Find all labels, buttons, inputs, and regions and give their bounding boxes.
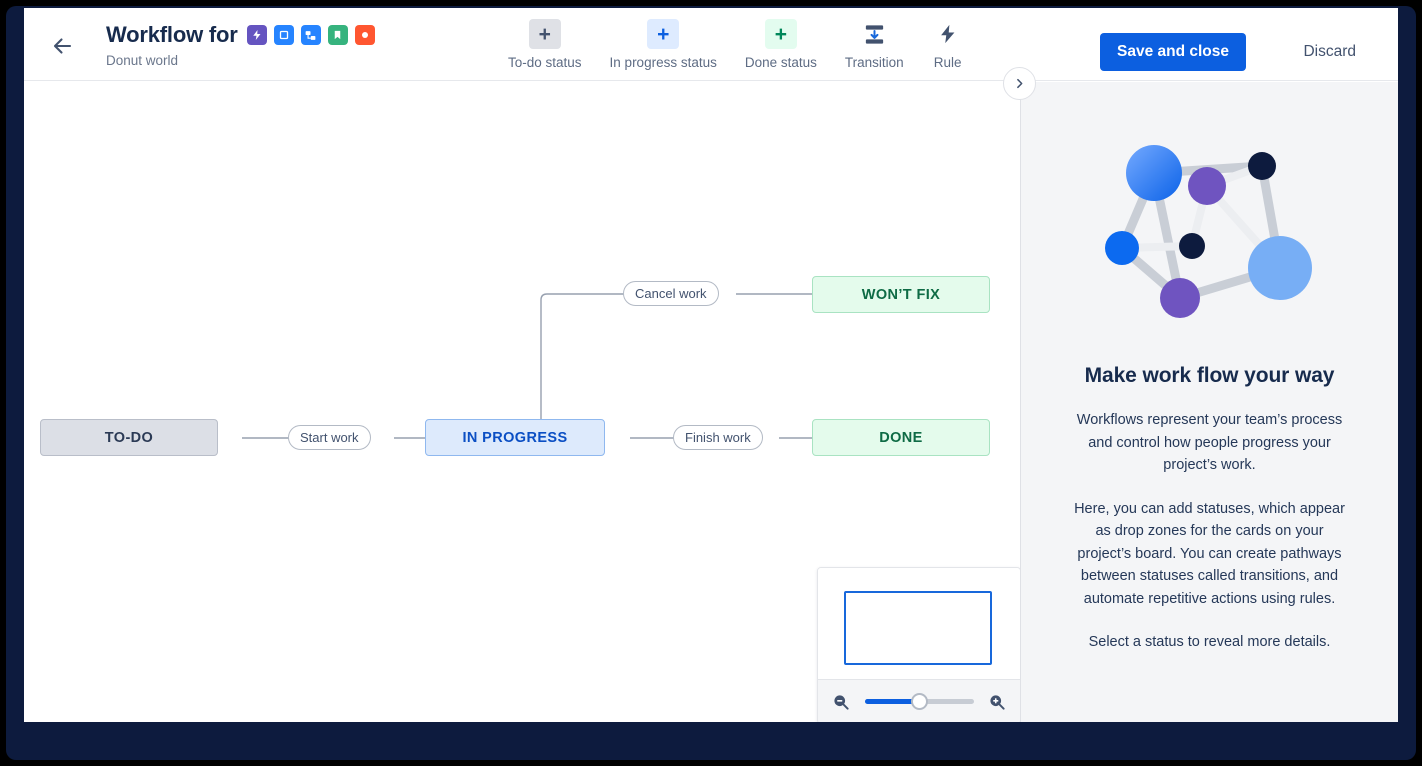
add-transition-label: Transition <box>844 55 904 70</box>
minimap-body <box>818 568 1020 680</box>
info-panel: Make work flow your way Workflows repres… <box>1021 82 1398 722</box>
graph-node <box>1159 278 1200 318</box>
add-transition-button[interactable]: Transition <box>831 19 918 70</box>
graph-node <box>1187 167 1226 205</box>
zoom-controls <box>818 679 1020 722</box>
panel-title: Make work flow your way <box>1084 364 1335 387</box>
transition-start-work-label: Start work <box>300 430 359 445</box>
chevron-right-icon[interactable] <box>1003 67 1036 100</box>
add-todo-status-label: To-do status <box>508 55 582 70</box>
graph-node <box>1104 231 1139 265</box>
plus-icon: + <box>764 19 797 49</box>
page-title: Workflow for <box>106 21 375 49</box>
subtask-icon <box>300 25 321 45</box>
zoom-slider-thumb[interactable] <box>910 693 928 710</box>
add-done-status-button[interactable]: + Done status <box>731 19 831 70</box>
zoom-slider[interactable] <box>864 693 974 710</box>
graph-node <box>1125 145 1182 201</box>
toolbar: + To-do status + In progress status + Do… <box>494 19 978 70</box>
network-graph-illustration <box>1104 145 1312 318</box>
status-node-done[interactable]: DONE <box>812 419 990 456</box>
transition-icon <box>858 19 890 49</box>
minimap[interactable] <box>817 567 1020 722</box>
task-icon <box>327 25 348 45</box>
back-arrow-icon[interactable] <box>48 32 76 60</box>
panel-paragraph-3: Select a status to reveal more details. <box>1088 634 1331 650</box>
add-inprogress-status-label: In progress status <box>609 55 717 70</box>
save-and-close-button[interactable]: Save and close <box>1099 33 1246 71</box>
add-rule-button[interactable]: Rule <box>918 19 978 70</box>
plus-icon: + <box>647 19 680 49</box>
zoom-slider-fill <box>864 699 919 704</box>
status-node-todo-label: TO-DO <box>104 429 154 446</box>
panel-paragraph-1: Workflows represent your team’s process … <box>1076 412 1343 473</box>
add-todo-status-button[interactable]: + To-do status <box>494 19 596 70</box>
status-node-todo[interactable]: TO-DO <box>40 419 218 456</box>
panel-divider <box>1020 82 1021 722</box>
add-done-status-label: Done status <box>744 55 817 70</box>
status-node-wont-fix[interactable]: WON’T FIX <box>812 276 990 313</box>
workflow-canvas[interactable]: TO-DO IN PROGRESS DONE WON’T FIX Start w… <box>24 82 1020 722</box>
transition-finish-work[interactable]: Finish work <box>673 425 763 450</box>
story-icon <box>273 25 294 45</box>
page-subtitle: Donut world <box>106 53 179 68</box>
status-node-in-progress[interactable]: IN PROGRESS <box>425 419 605 456</box>
status-node-done-label: DONE <box>879 429 923 446</box>
graph-node <box>1178 233 1205 259</box>
zoom-in-icon[interactable] <box>987 692 1007 712</box>
transition-start-work[interactable]: Start work <box>288 425 371 450</box>
transition-cancel-work[interactable]: Cancel work <box>623 281 719 306</box>
minimap-viewport-rect[interactable] <box>844 591 992 665</box>
bug-icon <box>354 25 375 45</box>
zoom-out-icon[interactable] <box>831 692 851 712</box>
page-title-text: Workflow for <box>106 22 238 47</box>
title-block: Workflow for <box>106 21 375 70</box>
panel-paragraph-2: Here, you can add statuses, which appear… <box>1074 500 1345 607</box>
status-node-wont-fix-label: WON’T FIX <box>861 286 941 303</box>
epic-icon <box>246 25 267 45</box>
transition-cancel-work-label: Cancel work <box>635 286 707 301</box>
discard-button[interactable]: Discard <box>1297 33 1362 71</box>
rule-bolt-icon <box>932 19 964 49</box>
plus-icon: + <box>528 19 561 49</box>
add-inprogress-status-button[interactable]: + In progress status <box>596 19 731 70</box>
graph-node <box>1247 152 1276 180</box>
transition-finish-work-label: Finish work <box>685 430 751 445</box>
status-node-in-progress-label: IN PROGRESS <box>462 429 568 446</box>
app-header: Workflow for <box>24 8 1398 81</box>
workflow-editor-window: Workflow for <box>24 8 1398 722</box>
add-rule-label: Rule <box>933 55 962 70</box>
graph-node <box>1247 236 1312 300</box>
